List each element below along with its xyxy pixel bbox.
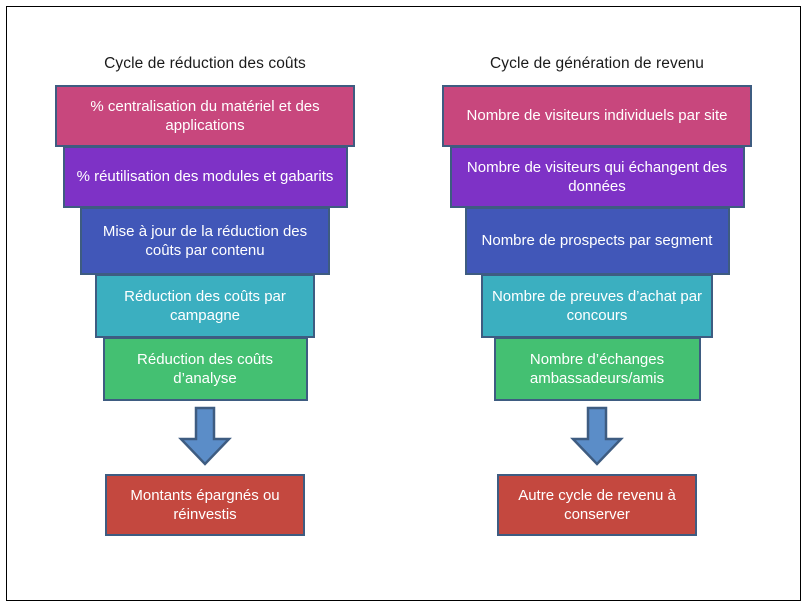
arrow-container-revenue-generation [407,406,787,466]
funnel-stage[interactable]: Nombre d’échanges ambassadeurs/amis [493,337,701,401]
funnel-column-cost-reduction: Cycle de réduction des coûts % centralis… [15,7,395,600]
down-arrow-icon [178,406,232,466]
result-box-label: Autre cycle de revenu à conserver [518,486,676,524]
funnel-stage[interactable]: Mise à jour de la réduction des coûts pa… [80,207,330,275]
funnel-stage-label: Mise à jour de la réduction des coûts pa… [102,222,308,259]
funnel-stage[interactable]: Nombre de visiteurs individuels par site [442,85,752,147]
funnel-stage-label: Nombre de visiteurs individuels par site [466,107,728,125]
result-box-label: Montants épargnés ou réinvestis [130,486,280,524]
result-container-cost-reduction: Montants épargnés ou réinvestis [15,474,395,536]
funnel-stage[interactable]: % centralisation du matériel et des appl… [55,85,355,147]
funnel-stage-label: % centralisation du matériel et des appl… [90,97,320,134]
funnel-stage[interactable]: Nombre de visiteurs qui échangent des do… [449,146,745,208]
arrow-container-cost-reduction [15,406,395,466]
funnel-column-revenue-generation: Cycle de génération de revenu Nombre de … [407,7,787,600]
result-container-revenue-generation: Autre cycle de revenu à conserver [407,474,787,536]
funnel-stage-label: Nombre de preuves d’achat par concours [491,287,703,324]
funnel-stage-label: Nombre de prospects par segment [481,232,713,250]
column-title-cost-reduction: Cycle de réduction des coûts [104,55,306,72]
result-box[interactable]: Autre cycle de revenu à conserver [497,474,697,536]
down-arrow-icon [570,406,624,466]
funnel-stages-revenue-generation: Nombre de visiteurs individuels par site… [407,85,787,401]
funnel-stage[interactable]: Nombre de prospects par segment [464,207,730,275]
funnel-stage[interactable]: Réduction des coûts par campagne [95,274,315,338]
funnel-stage-label: % réutilisation des modules et gabarits [76,168,334,186]
funnel-stage[interactable]: % réutilisation des modules et gabarits [62,146,348,208]
funnel-stage-label: Réduction des coûts d’analyse [137,350,273,387]
diagram-frame: Cycle de réduction des coûts % centralis… [6,6,801,601]
funnel-stage[interactable]: Nombre de preuves d’achat par concours [481,274,713,338]
column-title-revenue-generation: Cycle de génération de revenu [489,55,704,72]
funnel-stages-cost-reduction: % centralisation du matériel et des appl… [15,85,395,401]
funnel-stage-label: Nombre d’échanges ambassadeurs/amis [529,350,665,387]
funnel-stage-label: Nombre de visiteurs qui échangent des do… [466,158,728,195]
funnel-stage-label: Réduction des coûts par campagne [124,287,286,324]
funnel-stage[interactable]: Réduction des coûts d’analyse [102,337,308,401]
result-box[interactable]: Montants épargnés ou réinvestis [105,474,305,536]
